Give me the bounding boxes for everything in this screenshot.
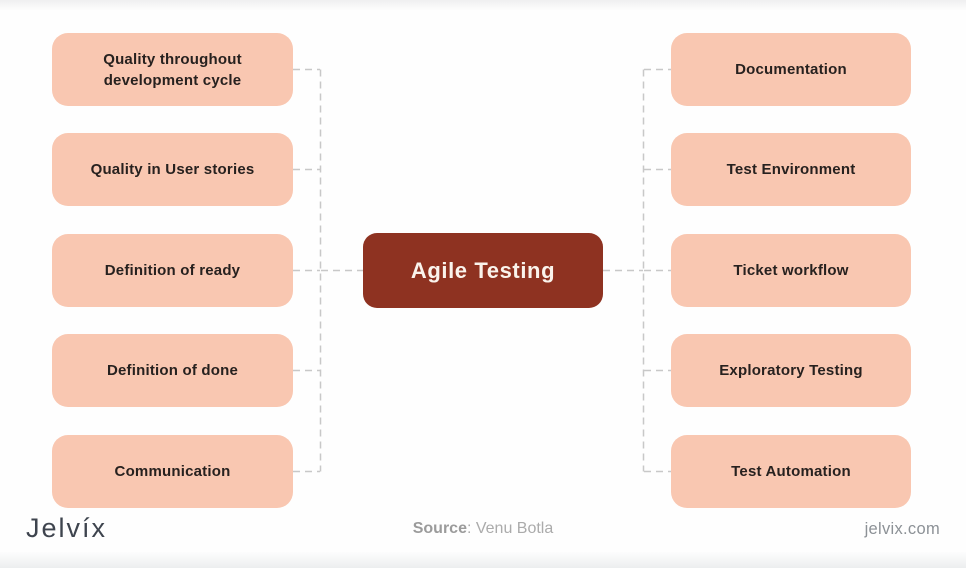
node-documentation: Documentation bbox=[671, 33, 911, 106]
node-label: Documentation bbox=[735, 61, 847, 78]
node-label: Exploratory Testing bbox=[719, 362, 863, 379]
website-link: jelvix.com bbox=[864, 520, 940, 538]
node-exploratory-testing: Exploratory Testing bbox=[671, 334, 911, 407]
bottom-edge-strip bbox=[0, 552, 966, 568]
node-label: Definition of done bbox=[106, 362, 239, 379]
node-communication: Communication bbox=[52, 435, 293, 508]
source-value: : Venu Botla bbox=[466, 520, 554, 537]
node-label: Test Automation bbox=[731, 463, 851, 480]
center-node-agile-testing: Agile Testing bbox=[363, 233, 603, 308]
node-label: Quality in User stories bbox=[90, 161, 255, 178]
node-label: Quality throughout development cycle bbox=[103, 50, 242, 89]
node-test-automation: Test Automation bbox=[671, 435, 911, 508]
top-edge-strip bbox=[0, 0, 966, 10]
node-label: Test Environment bbox=[726, 161, 856, 178]
node-quality-throughout-development-cycle: Quality throughout development cycle bbox=[52, 33, 293, 106]
source-label: Source bbox=[412, 520, 467, 537]
node-label: Definition of ready bbox=[104, 262, 241, 279]
jelvix-logo: Jelvíx bbox=[26, 513, 108, 543]
node-test-environment: Test Environment bbox=[671, 133, 911, 206]
node-ticket-workflow: Ticket workflow bbox=[671, 234, 911, 307]
node-quality-in-user-stories: Quality in User stories bbox=[52, 133, 293, 206]
source-credit: Source: Venu Botla bbox=[0, 520, 966, 538]
node-definition-of-done: Definition of done bbox=[52, 334, 293, 407]
node-label: Communication bbox=[114, 463, 231, 480]
node-definition-of-ready: Definition of ready bbox=[52, 234, 293, 307]
diagram-title: Agile Testing bbox=[410, 257, 556, 283]
node-label: Ticket workflow bbox=[733, 262, 849, 279]
